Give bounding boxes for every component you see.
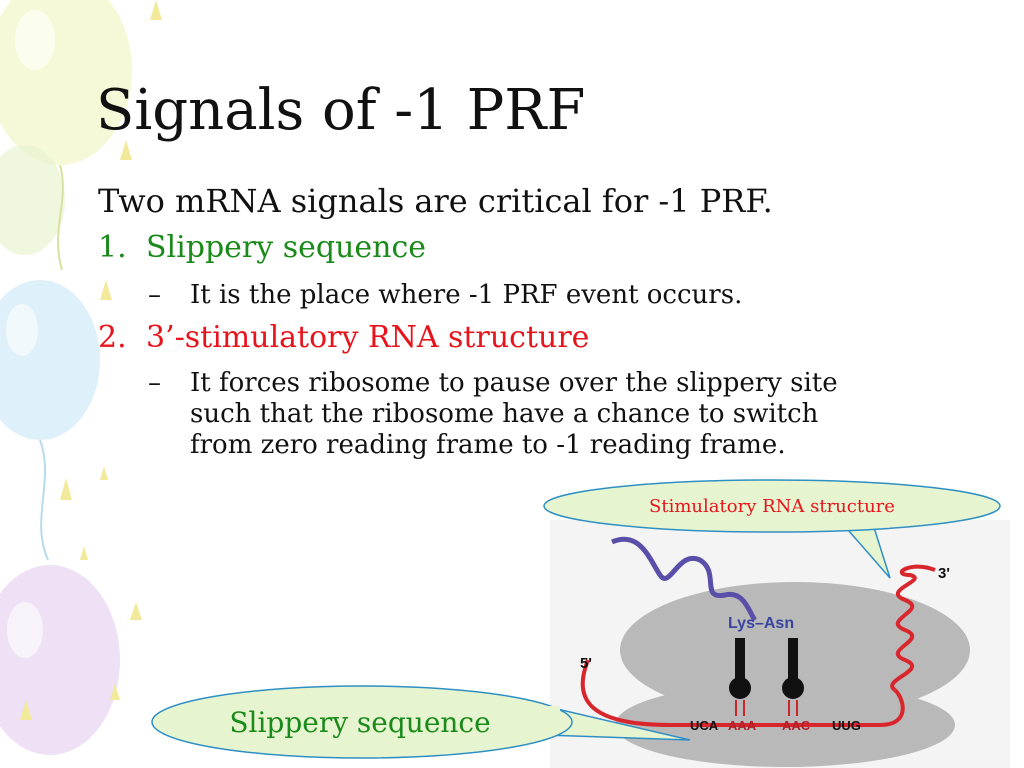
list-item-slippery-sequence: 1. Slippery sequence <box>98 230 426 265</box>
label-3-prime: 3' <box>938 565 950 582</box>
codon-pairing <box>735 700 798 716</box>
trna-anticodon-right <box>782 677 804 699</box>
codon-uca: UCA <box>690 718 719 733</box>
trna-anticodon-left <box>729 677 751 699</box>
codon-aaa: AAA <box>728 718 757 733</box>
bullet-text: It is the place where -1 PRF event occur… <box>190 280 743 310</box>
label-5-prime: 5' <box>580 655 592 672</box>
balloon-string <box>57 164 64 271</box>
sub-bullet-slippery: –It is the place where -1 PRF event occu… <box>148 280 742 310</box>
list-number: 2. <box>98 320 127 355</box>
bullet-text-line: It forces ribosome to pause over the sli… <box>190 368 838 398</box>
balloon-purple <box>0 565 120 755</box>
trna-label: Lys–Asn <box>728 615 794 632</box>
bullet-text-line: from zero reading frame to -1 reading fr… <box>190 430 786 460</box>
balloon-green <box>0 145 65 255</box>
dash-marker: – <box>148 368 161 398</box>
list-item-stimulatory-structure: 2. 3’-stimulatory RNA structure <box>98 320 589 355</box>
codon-uug: UUG <box>832 718 861 733</box>
ribosome-frameshift-figure: Lys–Asn 3' 5' UCA AAA AAC UUG <box>550 520 1010 768</box>
codon-aac: AAC <box>782 718 811 733</box>
balloon-blue-highlight <box>6 304 38 356</box>
balloon-purple-highlight <box>7 602 43 658</box>
balloon-yellow-highlight <box>15 10 55 70</box>
bullet-text-line: such that the ribosome have a chance to … <box>190 399 819 429</box>
callout-slippery-label: Slippery sequence <box>229 706 491 739</box>
list-heading: Slippery sequence <box>146 230 427 265</box>
balloon-string <box>39 439 49 561</box>
list-number: 1. <box>98 230 127 265</box>
dash-marker: – <box>148 280 161 310</box>
trna-stem-right <box>788 638 798 688</box>
balloon-blue <box>0 280 100 440</box>
pseudoknot-helix <box>890 564 936 692</box>
list-heading: 3’-stimulatory RNA structure <box>146 320 590 355</box>
callout-stimulatory-label: Stimulatory RNA structure <box>649 496 895 517</box>
nascent-peptide <box>611 536 758 622</box>
sub-bullet-stimulatory: –It forces ribosome to pause over the sl… <box>148 368 838 461</box>
intro-text: Two mRNA signals are critical for -1 PRF… <box>98 182 773 220</box>
slide-title: Signals of -1 PRF <box>96 78 586 143</box>
confetti <box>20 0 162 720</box>
trna-stem-left <box>735 638 745 688</box>
